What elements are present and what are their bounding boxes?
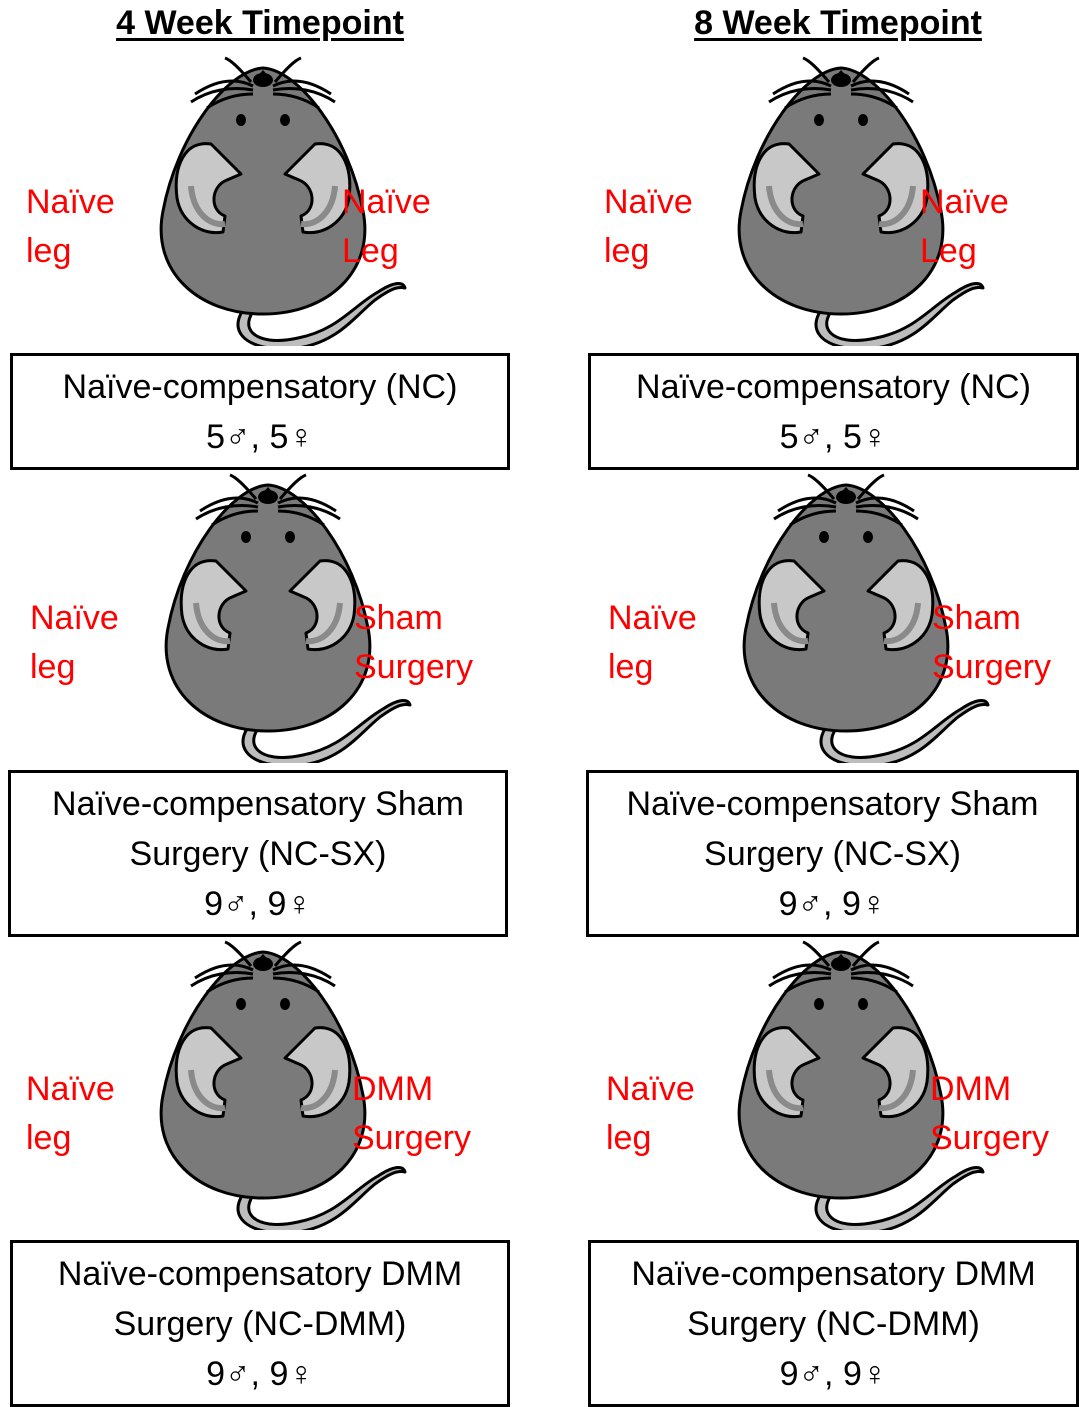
group-box-nc-dmm: Naïve-compensatory DMM Surgery (NC-DMM) … xyxy=(588,1240,1079,1407)
column-title-4-week: 4 Week Timepoint xyxy=(116,4,404,43)
column-title-8-week: 8 Week Timepoint xyxy=(694,4,982,43)
group-box-nc-sx: Naïve-compensatory Sham Surgery (NC-SX) … xyxy=(586,770,1079,937)
group-box-nc: Naïve-compensatory (NC) 5♂, 5♀ xyxy=(10,353,510,470)
group-box-nc-dmm: Naïve-compensatory DMM Surgery (NC-DMM) … xyxy=(10,1240,510,1407)
group-box-nc: Naïve-compensatory (NC) 5♂, 5♀ xyxy=(588,353,1079,470)
group-box-nc-sx: Naïve-compensatory Sham Surgery (NC-SX) … xyxy=(8,770,508,937)
